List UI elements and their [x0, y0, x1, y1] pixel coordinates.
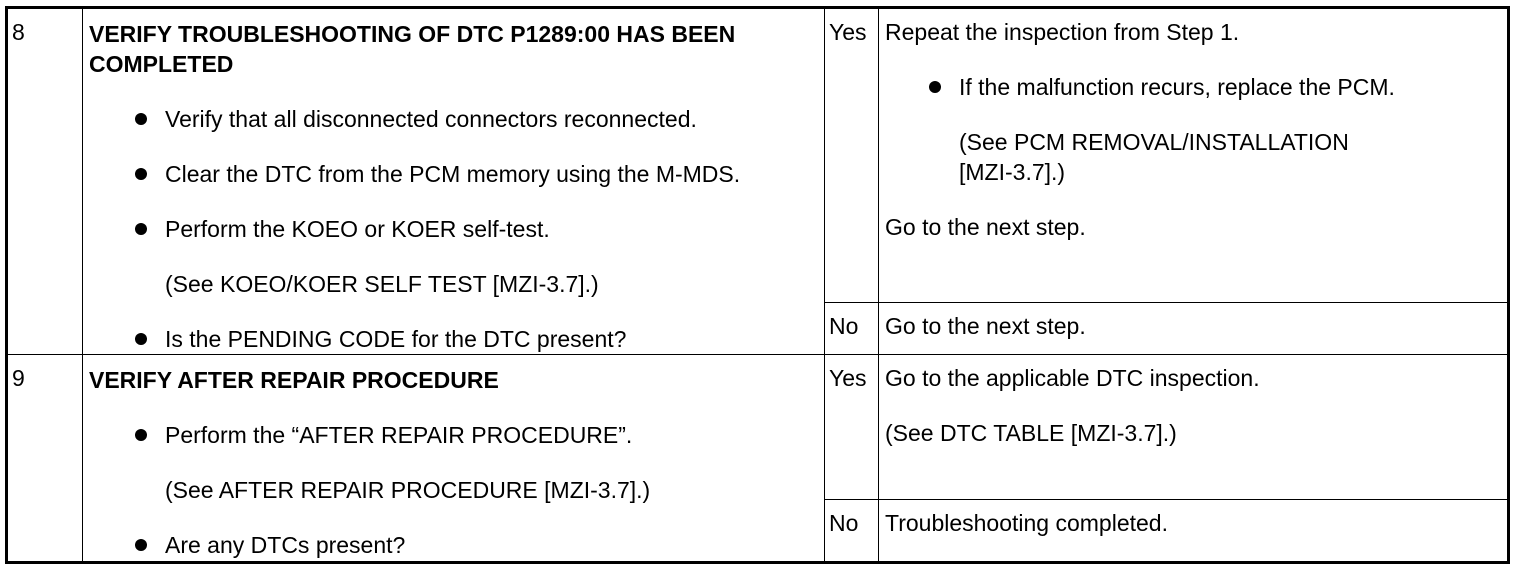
check-item: Verify that all disconnected connectors …: [89, 104, 814, 134]
action-text: Go to the applicable DTC inspection.: [885, 365, 1260, 391]
reference-line: (See PCM REMOVAL/INSTALLATION: [959, 129, 1349, 155]
action-no-cell: Go to the next step.: [878, 301, 1509, 356]
step-8-row-no: No Go to the next step.: [7, 301, 1509, 356]
reference-link[interactable]: (See PCM REMOVAL/INSTALLATION [MZI-3.7].…: [885, 127, 1501, 187]
check-item: Clear the DTC from the PCM memory using …: [89, 159, 814, 189]
step-title: VERIFY AFTER REPAIR PROCEDURE: [89, 367, 499, 393]
action-yes-cell: Repeat the inspection from Step 1. If th…: [878, 7, 1509, 303]
action-bullet: If the malfunction recurs, replace the P…: [885, 72, 1501, 102]
step-9-row-no: No Troubleshooting completed.: [7, 499, 1509, 563]
reference-link[interactable]: (See DTC TABLE [MZI-3.7].): [885, 420, 1177, 446]
reference-link[interactable]: (See KOEO/KOER SELF TEST [MZI-3.7].): [165, 271, 599, 297]
reference-link[interactable]: (See AFTER REPAIR PROCEDURE [MZI-3.7].): [165, 477, 651, 503]
bullet-icon: [135, 113, 147, 125]
bullet-icon: [135, 539, 147, 551]
action-text: Go to the next step.: [885, 214, 1086, 240]
check-item-text: Verify that all disconnected connectors …: [165, 106, 697, 132]
answer-yes: Yes: [824, 354, 879, 500]
step-number: 8: [6, 7, 83, 355]
bullet-icon: [929, 81, 941, 93]
check-question: Are any DTCs present?: [89, 530, 814, 560]
troubleshooting-table: 8 VERIFY TROUBLESHOOTING OF DTC P1289:00…: [5, 6, 1510, 564]
bullet-icon: [135, 223, 147, 235]
answer-no: No: [824, 499, 879, 563]
check-item: Perform the “AFTER REPAIR PROCEDURE”.: [89, 420, 814, 450]
action-text: Repeat the inspection from Step 1.: [885, 19, 1240, 45]
bullet-icon: [135, 333, 147, 345]
check-item: Perform the KOEO or KOER self-test.: [89, 214, 814, 244]
action-text: Go to the next step.: [885, 312, 1086, 339]
action-text: Troubleshooting completed.: [885, 510, 1168, 536]
bullet-icon: [135, 429, 147, 441]
action-no-cell: Troubleshooting completed.: [878, 499, 1509, 563]
action-yes-cell: Go to the applicable DTC inspection. (Se…: [878, 354, 1509, 500]
check-question-text: Are any DTCs present?: [165, 532, 406, 558]
bullet-icon: [135, 168, 147, 180]
step-9-row-yes: 9 VERIFY AFTER REPAIR PROCEDURE Perform …: [6, 354, 1509, 563]
answer-yes: Yes: [824, 7, 879, 303]
step-number: 9: [6, 354, 83, 563]
step-check-cell: VERIFY AFTER REPAIR PROCEDURE Perform th…: [82, 354, 825, 563]
reference-line: [MZI-3.7].): [959, 159, 1066, 185]
check-question: Is the PENDING CODE for the DTC present?: [89, 324, 814, 354]
check-item-text: Clear the DTC from the PCM memory using …: [165, 161, 741, 187]
step-title: VERIFY TROUBLESHOOTING OF DTC P1289:00 H…: [89, 21, 736, 77]
answer-no: No: [824, 301, 879, 356]
step-8-row-yes: 8 VERIFY TROUBLESHOOTING OF DTC P1289:00…: [6, 7, 1509, 355]
action-bullet-text: If the malfunction recurs, replace the P…: [959, 74, 1395, 100]
check-item-text: Perform the “AFTER REPAIR PROCEDURE”.: [165, 422, 633, 448]
step-check-cell: VERIFY TROUBLESHOOTING OF DTC P1289:00 H…: [82, 7, 825, 355]
check-question-text: Is the PENDING CODE for the DTC present?: [165, 326, 627, 352]
check-item-text: Perform the KOEO or KOER self-test.: [165, 216, 550, 242]
